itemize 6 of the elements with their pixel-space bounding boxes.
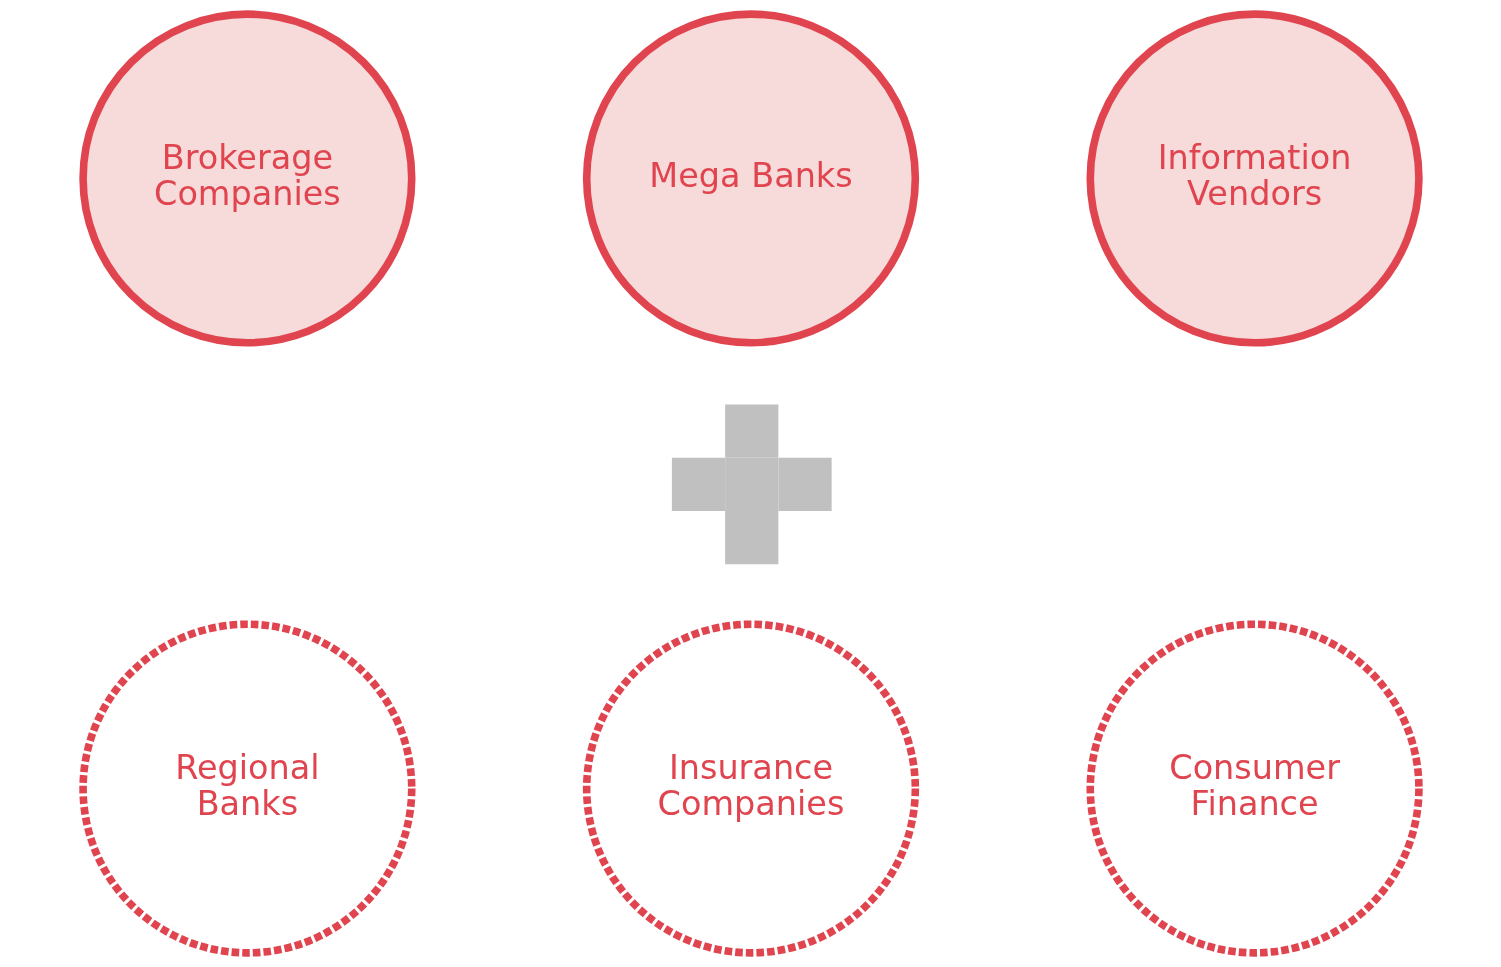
node-circle: Consumer Finance — [1085, 620, 1423, 957]
node-circle: Mega Banks — [582, 10, 919, 347]
node-circle: Information Vendors — [1085, 10, 1423, 347]
node-circle: Insurance Companies — [582, 620, 919, 957]
node-circle: Brokerage Companies — [78, 10, 416, 347]
node-circle: Regional Banks — [78, 620, 416, 957]
